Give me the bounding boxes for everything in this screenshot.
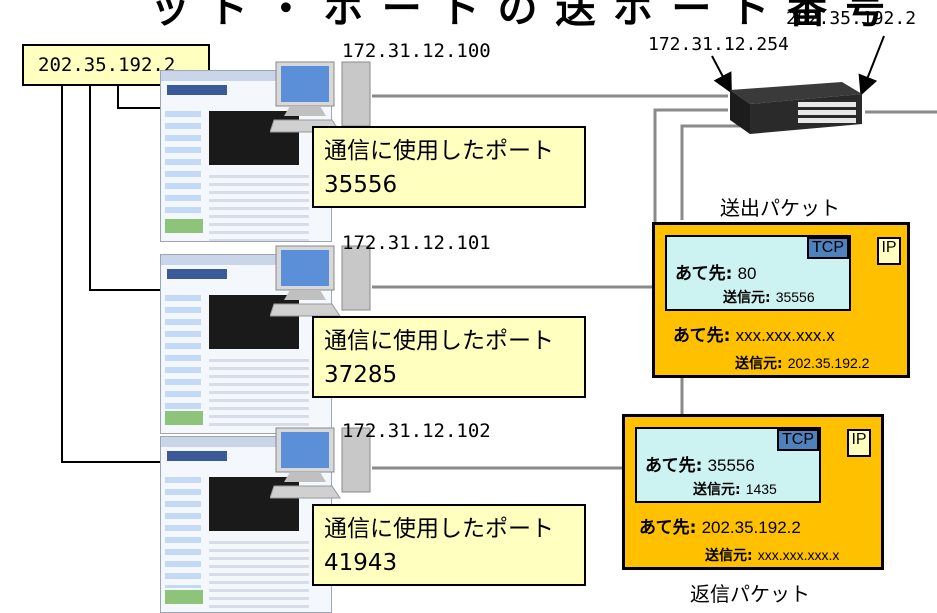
ip-src-value: xxx.xxx.xxx.x — [757, 547, 840, 563]
outgoing-packet-caption: 送出パケット — [720, 196, 840, 220]
router-wan-ip: 202.35.192.2 — [786, 8, 917, 29]
cable-trunk-a — [653, 108, 728, 225]
tcp-tag: TCP — [807, 237, 849, 259]
page-title: ッ ト ・ ボ ー ト の 送 ボ ー ト 番 号 — [150, 0, 888, 32]
tcp-dest-label: あて先: — [645, 456, 703, 476]
pc-icon — [269, 56, 374, 136]
tcp-tag: TCP — [777, 429, 819, 451]
ip-dest-value: xxx.xxx.xxx.x — [735, 326, 835, 345]
tcp-src-label: 送信元: — [693, 482, 741, 498]
tcp-header: TCP あて先: 80 送信元: 35556 — [665, 235, 851, 311]
ip-src-label: 送信元: — [705, 548, 753, 564]
tcp-dest-value: 80 — [737, 264, 757, 283]
pc2-port-callout: 通信に使用したポート 37285 — [312, 316, 586, 398]
pc3-ip: 172.31.12.102 — [342, 420, 491, 442]
tcp-header: TCP あて先: 35556 送信元: 1435 — [635, 427, 821, 503]
lan-cables — [372, 94, 937, 470]
ip-src: 送信元: xxx.xxx.xxx.x — [705, 545, 839, 565]
router-lan-ip: 172.31.12.254 — [648, 34, 789, 55]
tcp-src-label: 送信元: — [723, 290, 771, 306]
outgoing-packet: TCP あて先: 80 送信元: 35556 IP あて先: xxx.xxx.x… — [652, 222, 910, 378]
global-ip-label: 202.35.192.2 — [38, 54, 176, 76]
return-packet: TCP あて先: 35556 送信元: 1435 IP あて先: 202.35.… — [622, 414, 884, 570]
ip-dest-label: あて先: — [673, 326, 731, 346]
pc2-ip: 172.31.12.101 — [342, 232, 491, 254]
cable-trunk-b — [680, 124, 740, 220]
pc1-ip: 172.31.12.100 — [342, 40, 491, 62]
global-ip-callout: 202.35.192.2 — [22, 44, 210, 86]
tcp-dest: あて先: 35556 — [645, 451, 755, 476]
port-label: 通信に使用したポート — [324, 138, 554, 164]
port-number: 41943 — [324, 550, 398, 576]
ip-dest-label: あて先: — [639, 518, 697, 538]
ip-src-label: 送信元: — [735, 356, 783, 372]
ip-dest: あて先: xxx.xxx.xxx.x — [673, 321, 835, 346]
router — [724, 76, 864, 136]
port-label: 通信に使用したポート — [324, 328, 554, 354]
tcp-dest: あて先: 80 — [675, 259, 756, 284]
pc-icon — [269, 240, 374, 320]
ip-dest: あて先: 202.35.192.2 — [639, 513, 801, 538]
port-number: 37285 — [324, 362, 398, 388]
ip-dest-value: 202.35.192.2 — [701, 518, 801, 537]
pc-icon — [269, 422, 374, 502]
port-label: 通信に使用したポート — [324, 516, 554, 542]
tcp-src-value: 1435 — [745, 481, 777, 497]
tcp-src: 送信元: 1435 — [693, 479, 777, 499]
ip-tag: IP — [847, 429, 871, 457]
ip-src: 送信元: 202.35.192.2 — [735, 353, 869, 373]
tcp-dest-value: 35556 — [707, 456, 755, 475]
tcp-src-value: 35556 — [775, 289, 815, 305]
pc3-port-callout: 通信に使用したポート 41943 — [312, 504, 586, 586]
ip-src-value: 202.35.192.2 — [787, 355, 870, 371]
ip-tag: IP — [877, 237, 901, 265]
return-packet-caption: 返信パケット — [690, 582, 810, 606]
pc1-port-callout: 通信に使用したポート 35556 — [312, 126, 586, 208]
port-number: 35556 — [324, 172, 398, 198]
tcp-src: 送信元: 35556 — [723, 287, 815, 307]
tcp-dest-label: あて先: — [675, 264, 733, 284]
